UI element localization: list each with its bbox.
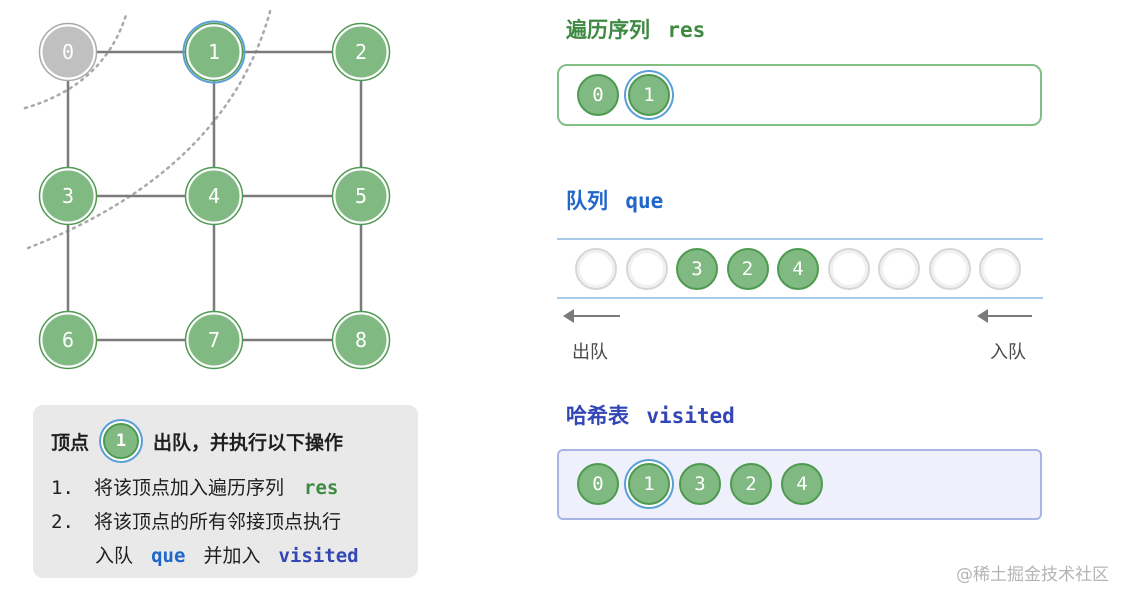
dequeue-arrow-icon [563,309,620,323]
que-title-code: que [625,189,664,213]
res-title: 遍历序列 res [566,14,705,44]
node-chip-2: 2 [726,248,769,290]
graph-node-3: 3 [38,166,98,226]
visited-title-text: 哈希表 [566,404,629,428]
graph-node-8: 8 [331,310,391,370]
graph-node-2: 2 [331,22,391,82]
graph-node-outline [331,310,391,370]
graph-node-circle [39,23,97,81]
graph-node-circle [185,23,243,81]
graph-node-outline [331,166,391,226]
node-chip-2: 2 [730,463,772,505]
instruction-head-prefix: 顶点 [51,431,90,454]
enqueue-caption: 入队 [990,342,1026,363]
dotted-boundary-arc [26,6,273,250]
graph-node-5: 5 [331,166,391,226]
que-title-text: 队列 [566,189,608,213]
graph-node-7: 7 [184,310,244,370]
graph-node-outline [38,22,98,82]
step-2-number: 2. [51,511,74,533]
graph-node-label: 6 [62,328,74,352]
graph-node-outline [184,166,244,226]
dequeue-caption: 出队 [572,342,608,363]
step-2-que-code: que [151,545,186,567]
graph-node-outline [38,166,98,226]
res-title-text: 遍历序列 [566,18,650,42]
step-2-text: 将该顶点的所有邻接顶点执行 [93,511,341,533]
graph-node-label: 0 [62,40,74,64]
empty-queue-slot [979,248,1021,290]
node-chip-0: 0 [577,74,619,116]
step-2-visited-code: visited [278,545,359,567]
graph-node-1: 1 [182,20,246,84]
graph-node-circle [332,311,390,369]
instruction-node-badge: 1 [103,423,140,459]
graph-node-label: 8 [355,328,367,352]
instruction-heading: 顶点 1 出队，并执行以下操作 [51,423,343,459]
step-1-number: 1. [51,477,74,499]
instruction-box: 顶点 1 出队，并执行以下操作 1. 将该顶点加入遍历序列 res 2. 将该顶… [33,405,418,578]
instruction-step-2-continued: 入队 que 并加入 visited [95,541,359,568]
instruction-step-1: 1. 将该顶点加入遍历序列 res [51,473,338,500]
graph-node-outline [38,310,98,370]
step-1-code: res [304,477,339,499]
current-node-ring [182,20,246,84]
layer-arcs [23,6,273,250]
graph-node-label: 1 [208,40,220,64]
empty-queue-slot [625,248,668,290]
visited-title-code: visited [646,404,735,428]
graph-node-label: 4 [208,184,220,208]
layer-nodes: 0 1 2 3 4 5 6 7 8 [38,20,391,370]
node-chip-3: 3 [676,248,718,290]
graph-node-circle [185,311,243,369]
graph-node-outline [184,310,244,370]
res-title-code: res [667,18,706,42]
graph-node-circle [332,23,390,81]
graph-node-label: 2 [355,40,367,64]
graph-node-circle [332,167,390,225]
empty-queue-slot [928,248,971,290]
node-chip-4: 4 [777,248,819,290]
graph-node-outline [184,22,244,82]
instruction-head-suffix: 出队，并执行以下操作 [153,431,344,454]
step-1-text: 将该顶点加入遍历序列 [93,477,284,499]
graph-node-circle [39,167,97,225]
step-2-enqueue-text: 入队 [95,545,134,567]
instruction-step-2: 2. 将该顶点的所有邻接顶点执行 [51,507,341,534]
step-2-add-text: 并加入 [203,545,261,567]
graph-node-outline [331,22,391,82]
node-chip-0: 0 [577,463,619,505]
node-chip-1: 1 [628,463,670,505]
graph-node-6: 6 [38,310,98,370]
graph-node-4: 4 [184,166,244,226]
node-chip-3: 3 [679,463,721,505]
graph-node-0: 0 [38,22,98,82]
empty-queue-slot [878,248,920,290]
graph-node-circle [185,167,243,225]
graph-node-label: 5 [355,184,367,208]
graph-node-circle [39,311,97,369]
empty-queue-slot [827,248,870,290]
que-title: 队列 que [566,185,663,215]
visited-title: 哈希表 visited [566,400,735,430]
graph-diagram: 0 1 2 3 4 5 6 7 8 [23,6,391,370]
node-chip-1: 1 [628,74,670,116]
graph-node-label: 7 [208,328,220,352]
graph-node-label: 3 [62,184,74,208]
watermark: @稀土掘金技术社区 [956,565,1109,585]
node-chip-4: 4 [781,463,823,505]
enqueue-arrow-icon [977,309,1032,323]
empty-queue-slot [575,248,617,290]
